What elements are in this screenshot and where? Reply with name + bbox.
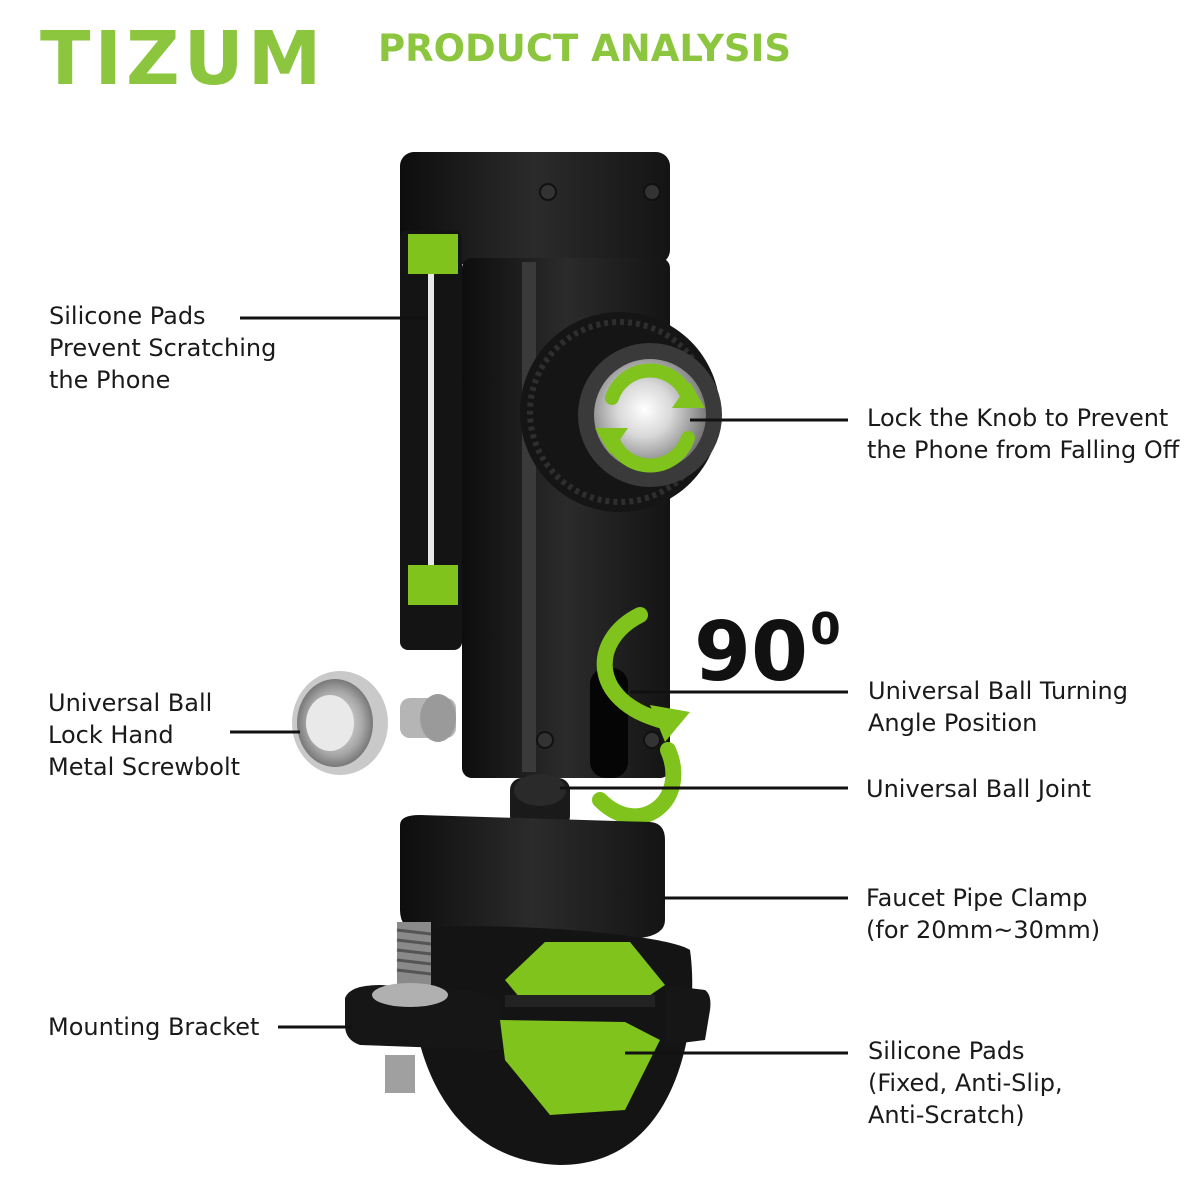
callout-line: Metal Screwbolt: [48, 753, 241, 781]
page-title: PRODUCT ANALYSIS: [378, 27, 791, 70]
callout-line: Universal Ball Turning: [868, 677, 1128, 705]
callout-ball-joint: Universal Ball Joint: [866, 773, 1091, 805]
callout-line: the Phone: [49, 366, 171, 394]
callout-line: the Phone from Falling Off: [867, 436, 1180, 464]
callout-screwbolt: Universal Ball Lock Hand Metal Screwbolt: [48, 687, 240, 783]
rotation-angle: 900: [694, 608, 841, 694]
callout-line: Anti-Scratch): [868, 1101, 1025, 1129]
callout-line: Lock the Knob to Prevent: [867, 404, 1169, 432]
callout-silicone-pads-clamp: Silicone Pads (Fixed, Anti-Slip, Anti-Sc…: [868, 1035, 1063, 1131]
rotation-angle-value: 90: [694, 605, 809, 700]
lock-knob: [520, 312, 722, 512]
callout-line: Silicone Pads: [868, 1037, 1025, 1065]
arm-silicone-pads: [408, 234, 458, 605]
ball-joint: [510, 774, 570, 828]
turning-angle-arrow: [592, 607, 682, 825]
mounting-bracket: [345, 922, 711, 1093]
callout-line: Faucet Pipe Clamp: [866, 884, 1088, 912]
callout-line: (Fixed, Anti-Slip,: [868, 1069, 1063, 1097]
callout-turning-angle: Universal Ball Turning Angle Position: [868, 675, 1128, 739]
callout-lines: [230, 316, 848, 1055]
rotation-angle-superscript: 0: [810, 604, 841, 655]
callout-line: Mounting Bracket: [48, 1013, 260, 1041]
callout-silicone-pads-phone: Silicone Pads Prevent Scratching the Pho…: [49, 300, 276, 396]
metal-screwbolt: [292, 671, 456, 775]
callout-pipe-clamp: Faucet Pipe Clamp (for 20mm~30mm): [866, 882, 1100, 946]
callout-line: Lock Hand: [48, 721, 174, 749]
callout-mounting-bracket: Mounting Bracket: [48, 1011, 259, 1043]
callout-line: Universal Ball: [48, 689, 213, 717]
callout-line: Prevent Scratching: [49, 334, 277, 362]
brand-logo: TIZUM: [40, 16, 326, 102]
callout-lock-knob: Lock the Knob to Prevent the Phone from …: [867, 402, 1179, 466]
clamp-silicone-pads: [500, 942, 665, 1115]
rotate-arrows-icon: [605, 363, 695, 473]
callout-line: Angle Position: [868, 709, 1038, 737]
callout-line: Universal Ball Joint: [866, 775, 1091, 803]
callout-line: Silicone Pads: [49, 302, 206, 330]
callout-line: (for 20mm~30mm): [866, 916, 1101, 944]
